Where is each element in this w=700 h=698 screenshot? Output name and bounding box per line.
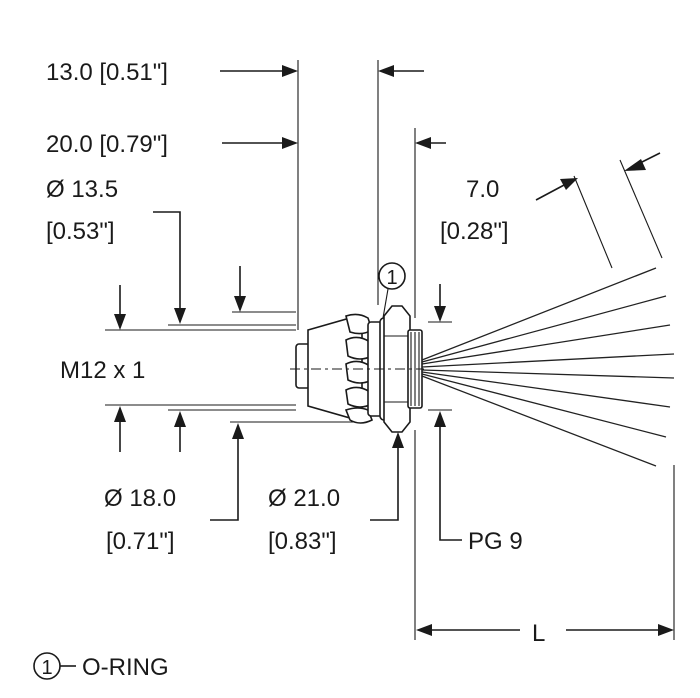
diameter-13-5-leader [153, 211, 296, 326]
pg9-thread-label: PG 9 [468, 528, 523, 555]
dimension-13-lines [220, 65, 424, 77]
diameter-21-mm-label: Ø 21.0 [268, 485, 340, 512]
overall-length-label: L [532, 620, 545, 647]
connector-body [290, 305, 424, 433]
dimension-20-label: 20.0 [0.79"] [46, 131, 168, 158]
diameter-18-leader [210, 421, 360, 521]
dimension-20-lines [222, 137, 446, 149]
diameter-21-leader [370, 432, 404, 521]
wire-strip-dimension [535, 152, 663, 269]
wire-length-7-in-label: [0.28"] [440, 218, 509, 245]
dimension-13-label: 13.0 [0.51"] [46, 59, 168, 86]
diameter-13-5-mm-label: Ø 13.5 [46, 176, 118, 203]
legend-o-ring: 1 O-RING [33, 652, 169, 681]
diameter-13-5-in-label: [0.53"] [46, 218, 115, 245]
legend-o-ring-label: O-RING [82, 654, 169, 681]
diameter-21-in-label: [0.83"] [268, 528, 337, 555]
o-ring-callout: 1 [378, 262, 406, 319]
diameter-18-bottom-arrows [105, 404, 296, 452]
pg9-arrows [428, 284, 462, 541]
thread-m12-label: M12 x 1 [60, 357, 145, 384]
overall-length-arrows [416, 624, 674, 636]
callout-number: 1 [386, 267, 397, 289]
wire-leads [421, 267, 675, 467]
diameter-18-mm-label: Ø 18.0 [104, 485, 176, 512]
diameter-18-in-label: [0.71"] [106, 528, 175, 555]
diameter-18-top-arrows [105, 266, 296, 331]
wire-length-7-mm-label: 7.0 [466, 176, 499, 203]
legend-number: 1 [41, 657, 52, 679]
